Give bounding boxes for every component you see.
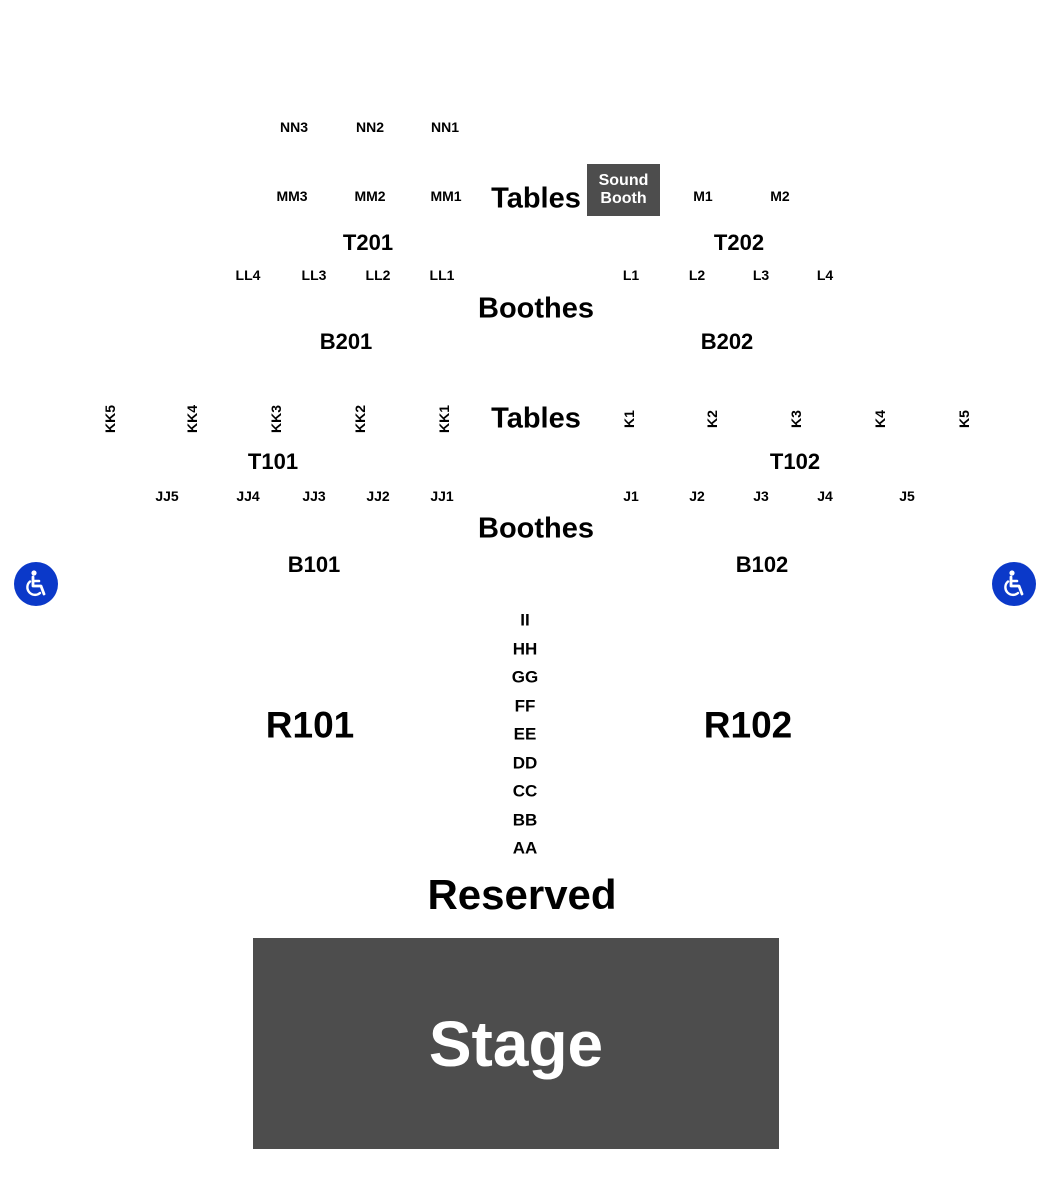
seat-kk3[interactable]: KK3 xyxy=(268,404,284,434)
boothes-level1-label: Boothes xyxy=(478,512,594,545)
row-ff[interactable]: FF xyxy=(514,696,536,716)
row-gg[interactable]: GG xyxy=(511,667,539,687)
seat-k3[interactable]: K3 xyxy=(788,410,804,428)
wheelchair-icon[interactable] xyxy=(992,562,1036,606)
seat-k5[interactable]: K5 xyxy=(956,410,972,428)
boothes-level2-label: Boothes xyxy=(478,292,594,325)
seat-jj1[interactable]: JJ1 xyxy=(430,488,454,504)
seat-jj3[interactable]: JJ3 xyxy=(302,488,326,504)
section-b201[interactable]: B201 xyxy=(319,329,373,354)
seat-mm1[interactable]: MM1 xyxy=(430,188,462,204)
seat-jj5[interactable]: JJ5 xyxy=(155,488,179,504)
seat-j3[interactable]: J3 xyxy=(753,488,769,504)
section-t101[interactable]: T101 xyxy=(247,449,299,474)
seat-kk5[interactable]: KK5 xyxy=(102,404,118,434)
seat-l2[interactable]: L2 xyxy=(688,267,706,283)
seat-nn3[interactable]: NN3 xyxy=(279,119,309,135)
seat-mm2[interactable]: MM2 xyxy=(354,188,386,204)
reserved-label: Reserved xyxy=(427,871,617,918)
seat-j5[interactable]: J5 xyxy=(899,488,915,504)
seat-jj4[interactable]: JJ4 xyxy=(236,488,260,504)
row-aa[interactable]: AA xyxy=(512,838,538,858)
wheelchair-icon[interactable] xyxy=(14,562,58,606)
section-b202[interactable]: B202 xyxy=(700,329,754,354)
seat-kk4[interactable]: KK4 xyxy=(184,404,200,434)
row-dd[interactable]: DD xyxy=(512,753,538,773)
tables-level1-label: Tables xyxy=(491,402,581,435)
sound-booth-label: Sound Booth xyxy=(598,172,649,207)
seat-ll3[interactable]: LL3 xyxy=(301,267,327,283)
section-t201[interactable]: T201 xyxy=(342,230,394,255)
tables-level2-label: Tables xyxy=(491,182,581,215)
seat-k1[interactable]: K1 xyxy=(621,410,637,428)
wheelchair-icon-glyph xyxy=(26,570,46,596)
seat-m2[interactable]: M2 xyxy=(770,188,790,204)
section-r101[interactable]: R101 xyxy=(265,704,355,746)
seat-kk1[interactable]: KK1 xyxy=(436,404,452,434)
seat-nn1[interactable]: NN1 xyxy=(430,119,460,135)
seat-ll4[interactable]: LL4 xyxy=(235,267,261,283)
section-b102[interactable]: B102 xyxy=(735,552,789,577)
seat-j4[interactable]: J4 xyxy=(817,488,833,504)
seat-nn2[interactable]: NN2 xyxy=(355,119,385,135)
row-ee[interactable]: EE xyxy=(513,724,537,744)
seat-kk2[interactable]: KK2 xyxy=(352,404,368,434)
row-bb[interactable]: BB xyxy=(512,810,538,830)
stage: Stage xyxy=(253,938,779,1149)
seat-k4[interactable]: K4 xyxy=(872,410,888,428)
seat-m1[interactable]: M1 xyxy=(693,188,713,204)
seat-l1[interactable]: L1 xyxy=(622,267,640,283)
row-hh[interactable]: HH xyxy=(512,639,538,659)
seat-k2[interactable]: K2 xyxy=(704,410,720,428)
stage-label: Stage xyxy=(428,1007,604,1080)
section-t202[interactable]: T202 xyxy=(713,230,765,255)
sound-booth: Sound Booth xyxy=(587,164,660,216)
section-r102[interactable]: R102 xyxy=(703,704,793,746)
section-t102[interactable]: T102 xyxy=(769,449,821,474)
wheelchair-icon-glyph xyxy=(1004,570,1024,596)
seat-l4[interactable]: L4 xyxy=(816,267,834,283)
seat-jj2[interactable]: JJ2 xyxy=(366,488,390,504)
row-cc[interactable]: CC xyxy=(512,781,538,801)
seat-ll1[interactable]: LL1 xyxy=(429,267,455,283)
seat-j2[interactable]: J2 xyxy=(689,488,705,504)
row-ii[interactable]: II xyxy=(520,610,530,630)
seat-ll2[interactable]: LL2 xyxy=(365,267,391,283)
seat-j1[interactable]: J1 xyxy=(623,488,639,504)
seat-l3[interactable]: L3 xyxy=(752,267,770,283)
seat-mm3[interactable]: MM3 xyxy=(276,188,308,204)
section-b101[interactable]: B101 xyxy=(287,552,341,577)
